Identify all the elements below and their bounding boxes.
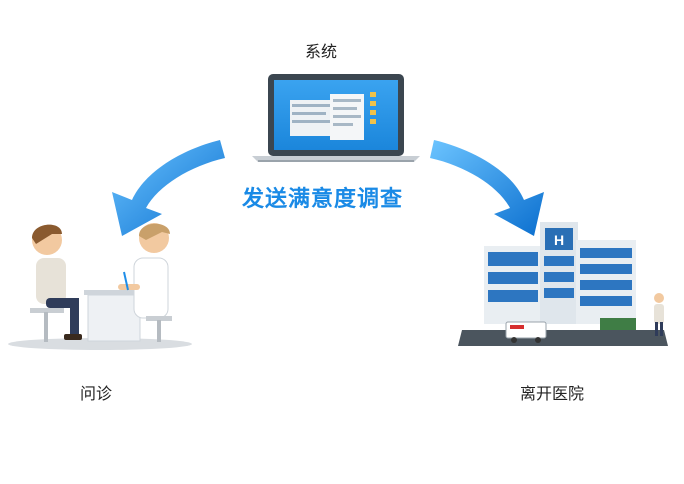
- svg-text:H: H: [554, 232, 564, 248]
- doctor-patient-icon: [8, 223, 192, 350]
- node-label-system: 系统: [305, 42, 338, 61]
- node-label-discharge: 离开医院: [520, 384, 585, 403]
- laptop-icon: [252, 74, 420, 162]
- action-label: 发送满意度调查: [242, 187, 404, 212]
- hospital-icon: H: [458, 222, 668, 346]
- node-label-consultation: 问诊: [80, 384, 113, 403]
- arrow-left-icon: [112, 140, 225, 236]
- arrow-right-icon: [430, 140, 544, 236]
